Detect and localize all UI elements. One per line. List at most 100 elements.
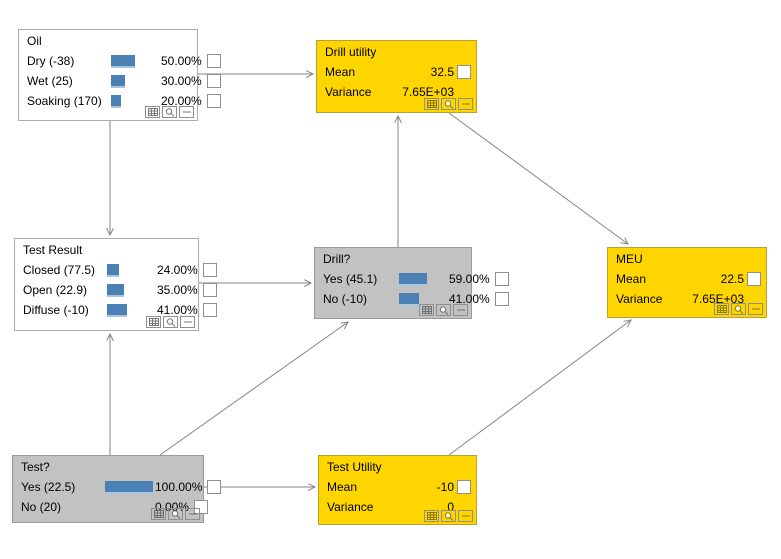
state-label: No (-10) (323, 292, 368, 306)
state-label: No (20) (21, 500, 62, 514)
evidence-checkbox[interactable] (494, 272, 509, 286)
node-title: Drill? (323, 252, 351, 266)
grid-icon[interactable] (151, 508, 166, 520)
state-row: Wet (25) 30.00% (19, 71, 221, 91)
evidence-checkbox[interactable] (457, 480, 471, 494)
mean-value: -10 (436, 480, 454, 494)
evidence-checkbox[interactable] (206, 54, 221, 68)
evidence-checkbox[interactable] (457, 65, 471, 79)
minus-icon[interactable] (748, 303, 763, 315)
evidence-checkbox[interactable] (207, 480, 222, 494)
state-label: Open (22.9) (23, 283, 88, 297)
node-drill-utility[interactable]: Drill utility Mean 32.5 Variance 7.65E+0… (316, 40, 477, 113)
node-toolbar (145, 106, 194, 118)
node-toolbar (419, 304, 468, 316)
spacer (457, 86, 471, 98)
probability-bar (111, 91, 161, 111)
node-test-result[interactable]: Test Result Closed (77.5) 24.00% Open (2… (14, 238, 217, 331)
evidence-checkbox[interactable] (202, 283, 217, 297)
evidence-checkbox[interactable] (747, 272, 761, 286)
minus-icon[interactable] (453, 304, 468, 316)
state-row: No (-10) 41.00% (315, 289, 509, 309)
magnifier-icon[interactable] (168, 508, 183, 520)
state-percent: 59.00% (449, 272, 490, 286)
node-title: Drill utility (325, 45, 377, 59)
state-percent: 0.00% (155, 500, 190, 514)
node-title: Oil (27, 34, 42, 48)
variance-label: Variance (325, 85, 372, 99)
node-toolbar (424, 98, 473, 110)
node-oil[interactable]: Oil Dry (-38) 50.00% Wet (25) 30.00% Soa… (18, 29, 221, 121)
node-meu[interactable]: MEU Mean 22.5 Variance 7.65E+03 (607, 247, 767, 318)
variance-row: Variance 7.65E+03 (608, 289, 766, 309)
grid-icon[interactable] (424, 510, 439, 522)
state-row: Soaking (170) 20.00% (19, 91, 221, 111)
grid-icon[interactable] (419, 304, 434, 316)
minus-icon[interactable] (458, 510, 473, 522)
mean-label: Mean (616, 272, 647, 286)
evidence-checkbox[interactable] (194, 500, 209, 514)
state-percent: 35.00% (157, 283, 198, 297)
state-percent: 100.00% (155, 480, 203, 494)
state-label: Soaking (170) (27, 94, 102, 108)
node-title: Test? (21, 460, 50, 474)
variance-label: Variance (327, 500, 374, 514)
grid-icon[interactable] (146, 316, 161, 328)
state-row: Dry (-38) 50.00% (19, 51, 221, 71)
evidence-checkbox[interactable] (202, 303, 217, 317)
minus-icon[interactable] (180, 316, 195, 328)
state-label: Closed (77.5) (23, 263, 96, 277)
minus-icon[interactable] (458, 98, 473, 110)
mean-row: Mean 22.5 (608, 269, 766, 289)
node-test[interactable]: Test? Yes (22.5) 100.00% No (20) 0.00% (12, 455, 222, 523)
probability-bar (107, 300, 157, 320)
magnifier-icon[interactable] (441, 98, 456, 110)
evidence-checkbox[interactable] (202, 263, 217, 277)
node-test-utility[interactable]: Test Utility Mean -10 Variance 0 (318, 455, 477, 525)
edge-test-utility-to-meu[interactable] (448, 320, 631, 456)
probability-bar (399, 269, 449, 289)
minus-icon[interactable] (179, 106, 194, 118)
node-title: MEU (616, 252, 643, 266)
edge-test-to-drill[interactable] (159, 322, 348, 456)
grid-icon[interactable] (714, 303, 729, 315)
probability-bar (107, 280, 157, 300)
evidence-checkbox[interactable] (494, 292, 509, 306)
variance-row: Variance 7.65E+03 (317, 82, 476, 102)
state-percent: 50.00% (161, 54, 202, 68)
minus-icon[interactable] (185, 508, 200, 520)
node-toolbar (151, 508, 200, 520)
node-drill[interactable]: Drill? Yes (45.1) 59.00% No (-10) 41.00% (314, 247, 509, 319)
variance-value: 7.65E+03 (692, 292, 744, 306)
variance-value: 7.65E+03 (402, 85, 454, 99)
variance-row: Variance 0 (319, 497, 476, 517)
evidence-checkbox[interactable] (206, 94, 221, 108)
evidence-checkbox[interactable] (206, 74, 221, 88)
mean-label: Mean (325, 65, 356, 79)
magnifier-icon[interactable] (436, 304, 451, 316)
state-row: Open (22.9) 35.00% (15, 280, 217, 300)
state-row: Yes (22.5) 100.00% (13, 477, 222, 497)
probability-bar (107, 260, 157, 280)
state-row: Closed (77.5) 24.00% (15, 260, 217, 280)
magnifier-icon[interactable] (163, 316, 178, 328)
grid-icon[interactable] (424, 98, 439, 110)
probability-bar (105, 477, 155, 497)
magnifier-icon[interactable] (731, 303, 746, 315)
state-row: Yes (45.1) 59.00% (315, 269, 509, 289)
mean-value: 32.5 (430, 65, 454, 79)
mean-value: 22.5 (720, 272, 744, 286)
magnifier-icon[interactable] (441, 510, 456, 522)
edge-drill-utility-to-meu[interactable] (448, 112, 628, 244)
mean-row: Mean 32.5 (317, 62, 476, 82)
state-percent: 30.00% (161, 74, 202, 88)
magnifier-icon[interactable] (162, 106, 177, 118)
state-label: Yes (22.5) (21, 480, 76, 494)
mean-label: Mean (327, 480, 358, 494)
grid-icon[interactable] (145, 106, 160, 118)
state-label: Yes (45.1) (323, 272, 378, 286)
node-toolbar (714, 303, 763, 315)
probability-bar (105, 497, 155, 517)
